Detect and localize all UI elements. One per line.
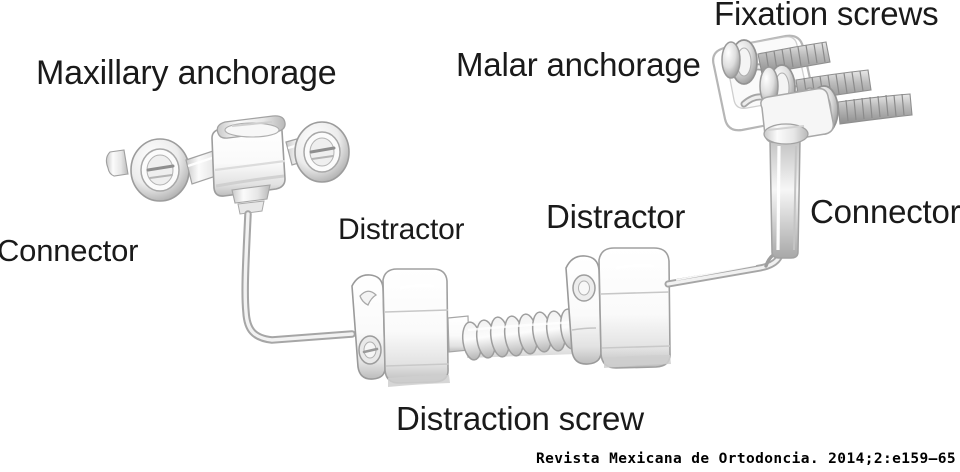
- distractor-left: [351, 268, 470, 387]
- label-connector-left: Connector: [0, 233, 139, 268]
- label-malar-anchorage: Malar anchorage: [456, 46, 701, 83]
- label-maxillary-anchorage: Maxillary anchorage: [36, 54, 337, 92]
- label-fixation-screws: Fixation screws: [714, 0, 939, 32]
- label-connector-right: Connector: [810, 193, 960, 230]
- malar-anchorage-assembly: [712, 34, 913, 145]
- distraction-screw-coil: [461, 308, 581, 361]
- maxillary-anchorage-assembly: [105, 115, 350, 215]
- malar-vertical-post: [769, 133, 801, 259]
- right-connector-wire: [664, 240, 786, 288]
- distractor-right: [565, 247, 671, 369]
- left-connector-wire: [241, 210, 356, 344]
- journal-citation: Revista Mexicana de Ortodoncia. 2014;2:e…: [536, 451, 956, 467]
- label-distraction-screw: Distraction screw: [396, 400, 644, 437]
- label-distractor-left: Distractor: [338, 213, 465, 246]
- label-distractor-right: Distractor: [546, 198, 686, 235]
